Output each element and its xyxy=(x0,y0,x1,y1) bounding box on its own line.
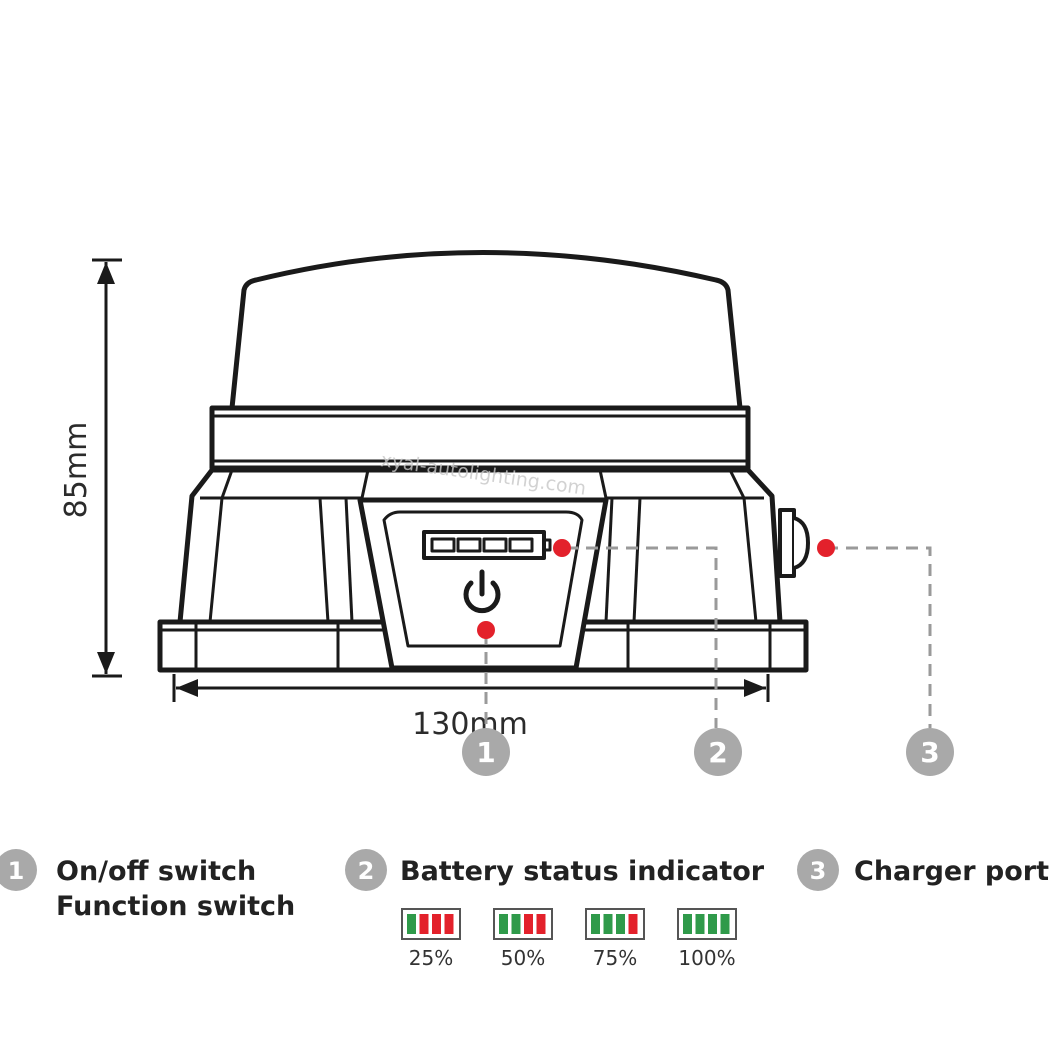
battery-segment xyxy=(524,914,533,934)
battery-status-indicator xyxy=(422,530,552,560)
legend-label: On/off switch xyxy=(56,856,256,887)
battery-level-legend: 25% 50% 75% 100% xyxy=(401,908,737,970)
legend-label: Battery status indicator xyxy=(400,856,765,887)
marker-number: 1 xyxy=(476,736,495,769)
battery-segment xyxy=(444,914,454,934)
marker-3: 3 xyxy=(906,728,954,776)
battery-segment xyxy=(628,914,638,934)
battery-segment xyxy=(499,914,508,934)
battery-level-3: 75% xyxy=(585,908,645,970)
legend-number: 2 xyxy=(358,857,375,885)
height-label: 85mm xyxy=(59,422,94,519)
legend-item-3: 3 Charger port xyxy=(797,849,1049,891)
battery-segment xyxy=(603,914,613,934)
legend-item-2: 2 Battery status indicator xyxy=(345,849,765,891)
battery-level-label: 50% xyxy=(501,946,545,970)
callout-dot-3 xyxy=(817,539,835,557)
battery-segment xyxy=(419,914,429,934)
legend-item-1: 1 On/off switch Function switch xyxy=(0,849,295,922)
battery-level-2: 50% xyxy=(493,908,553,970)
legend-number: 1 xyxy=(8,857,25,885)
marker-number: 2 xyxy=(708,736,727,769)
legend-number: 3 xyxy=(810,857,827,885)
battery-level-1: 25% xyxy=(401,908,461,970)
battery-level-label: 25% xyxy=(409,946,453,970)
marker-2: 2 xyxy=(694,728,742,776)
battery-level-4: 100% xyxy=(677,908,737,970)
battery-level-label: 100% xyxy=(678,946,735,970)
beacon-dome xyxy=(229,250,743,411)
battery-level-label: 75% xyxy=(593,946,637,970)
battery-segment xyxy=(432,914,441,934)
battery-segment xyxy=(616,914,625,934)
charger-port xyxy=(778,508,810,578)
battery-segment xyxy=(695,914,705,934)
battery-segment xyxy=(536,914,546,934)
width-dimension xyxy=(172,674,770,702)
battery-segment xyxy=(407,914,416,934)
callout-dot-1 xyxy=(477,621,495,639)
legend-label-secondary: Function switch xyxy=(56,891,295,922)
battery-segment xyxy=(683,914,692,934)
marker-1: 1 xyxy=(462,728,510,776)
battery-segment xyxy=(708,914,717,934)
marker-number: 3 xyxy=(920,736,939,769)
battery-segment xyxy=(511,914,521,934)
power-switch-icon xyxy=(463,569,501,614)
height-dimension xyxy=(92,258,122,678)
callout-dot-2 xyxy=(553,539,571,557)
battery-segment xyxy=(720,914,730,934)
callout-leaders xyxy=(484,546,932,728)
beacon-light xyxy=(157,250,810,673)
legend-label: Charger port xyxy=(854,856,1049,887)
battery-segment xyxy=(591,914,600,934)
